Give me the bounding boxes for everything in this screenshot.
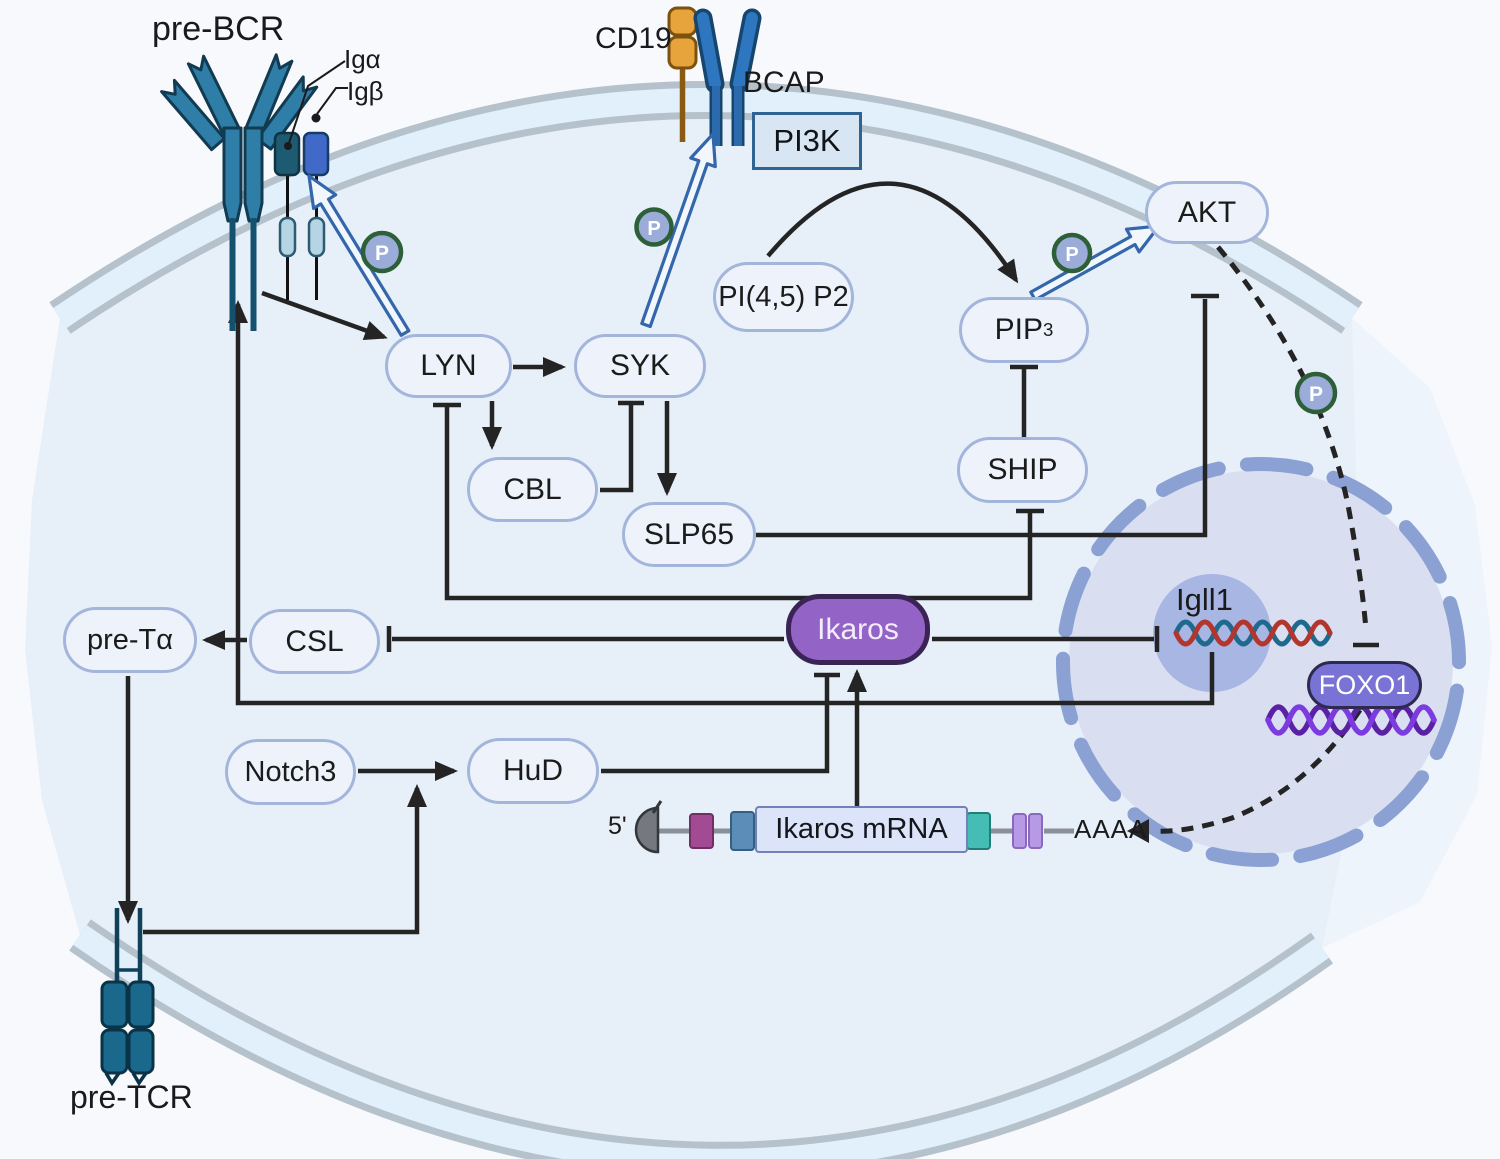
node-pi3k-label: PI3K: [773, 123, 841, 158]
node-lyn: LYN: [385, 334, 512, 398]
node-pre-ta-label: pre-Tα: [86, 623, 174, 656]
mrna-utr-box-magenta: [689, 813, 714, 849]
node-syk-label: SYK: [609, 349, 671, 382]
mrna-utr-box-steelblue: [730, 811, 755, 851]
node-notch3: Notch3: [225, 739, 356, 805]
polya-arrowhead: [1127, 819, 1149, 843]
pre-bcr-receptor-icon: [160, 53, 319, 223]
edge-pretcr-hud: [143, 784, 427, 935]
phospho-label: P: [1065, 244, 1078, 266]
node-cbl: CBL: [467, 457, 598, 522]
ig-beta-label: Igβ: [347, 76, 384, 106]
ig-beta-leader-line: [316, 87, 348, 115]
node-ikaros: Ikaros: [786, 594, 930, 665]
itam-capsule-2: [307, 216, 326, 258]
phospho-label: P: [375, 242, 389, 265]
edge-pip2-pip3: [766, 181, 1019, 284]
node-lyn-label: LYN: [420, 349, 477, 382]
edge-foxo1-polya-dashed: [1151, 708, 1363, 834]
edge-akt-foxo1-dashed: [1216, 245, 1369, 631]
mrna-utr-box-purple-1: [1012, 813, 1027, 849]
edge-prebcr-lyn: [261, 290, 388, 340]
phospho-label: P: [647, 218, 660, 240]
igll1-dna-icon: [1173, 619, 1333, 647]
itam-capsule-1: [278, 216, 297, 258]
igll1-gene-label: Igll1: [1176, 582, 1233, 617]
node-pi45p2-label: PI(4,5) P2: [718, 280, 849, 313]
node-akt-label: AKT: [1177, 195, 1237, 229]
poly-a-label: AAAA: [1074, 814, 1148, 844]
node-pi45p2: PI(4,5) P2: [713, 262, 854, 332]
nuclear-envelope: [1056, 457, 1466, 867]
five-prime-cap-icon: [634, 806, 660, 854]
node-ikaros-mrna-label: Ikaros mRNA: [775, 813, 948, 845]
cd19-receptor-icon: [667, 6, 698, 142]
edge-lyn-ship-inhibit: [444, 405, 1033, 601]
node-ship: SHIP: [957, 437, 1088, 503]
ig-alpha-label: Igα: [344, 44, 381, 74]
edge-cbl-syk-inhibit: [600, 405, 634, 493]
mrna-utr-box-purple-2: [1028, 813, 1043, 849]
node-hud-label: HuD: [502, 754, 563, 787]
phospho-badge-2: P: [634, 207, 674, 247]
ikaros-mrna-track: [634, 800, 1074, 854]
node-syk: SYK: [574, 334, 706, 398]
phospho-arrow-pip3-akt: [1029, 224, 1161, 302]
node-csl-label: CSL: [285, 624, 344, 658]
mrna-utr-box-teal: [966, 812, 991, 850]
ig-beta-box: [302, 131, 330, 177]
node-ikaros-label: Ikaros: [817, 612, 899, 646]
phospho-label: P: [1309, 383, 1323, 406]
node-slp65-label: SLP65: [643, 517, 735, 551]
pre-tcr-label: pre-TCR: [70, 1079, 193, 1115]
dashed-connectors: [1151, 245, 1369, 834]
edge-slp65-akt-inhibit: [756, 299, 1208, 538]
phospho-badge-1: P: [360, 230, 404, 274]
node-pip3-label: PIP: [994, 313, 1043, 346]
bcap-label: BCAP: [743, 66, 825, 99]
node-ikaros-mrna: Ikaros mRNA: [755, 806, 968, 853]
node-cbl-label: CBL: [503, 472, 562, 506]
node-foxo1: FOXO1: [1307, 661, 1422, 709]
edge-hud-ikaros-inhibit: [601, 677, 830, 774]
phospho-arrows: [307, 132, 1161, 337]
connector-lines: [118, 181, 1219, 935]
pre-bcr-tails: [229, 218, 257, 331]
foxo1-dna-icon: [1265, 704, 1437, 736]
edge-igll1-prebcr: [228, 300, 1215, 706]
node-ship-label: SHIP: [987, 453, 1058, 486]
pre-tcr-receptor-icon: [100, 908, 155, 1087]
ig-alpha-box: [273, 131, 301, 177]
phospho-arrow-syk-bcap: [640, 132, 717, 329]
phospho-badges: P P P P: [360, 207, 1338, 415]
node-notch3-label: Notch3: [244, 755, 337, 788]
node-hud: HuD: [467, 738, 599, 804]
node-foxo1-label: FOXO1: [1318, 669, 1411, 700]
node-pi3k: PI3K: [752, 112, 862, 170]
node-slp65: SLP65: [622, 502, 756, 567]
pre-bcr-label: pre-BCR: [152, 10, 285, 48]
phospho-badge-3: P: [1051, 232, 1093, 274]
node-akt: AKT: [1145, 181, 1269, 244]
cd19-label: CD19: [595, 22, 672, 55]
phospho-badge-4: P: [1294, 371, 1338, 415]
bcap-receptor-icon: [693, 8, 762, 146]
plasma-membrane-bottom: [69, 919, 1334, 1159]
phospho-arrow-lyn-igbeta: [307, 174, 411, 337]
ig-alpha-leader-line: [288, 60, 346, 144]
five-prime-label: 5': [608, 812, 627, 840]
node-pre-ta: pre-Tα: [63, 607, 197, 673]
node-csl: CSL: [249, 609, 380, 674]
